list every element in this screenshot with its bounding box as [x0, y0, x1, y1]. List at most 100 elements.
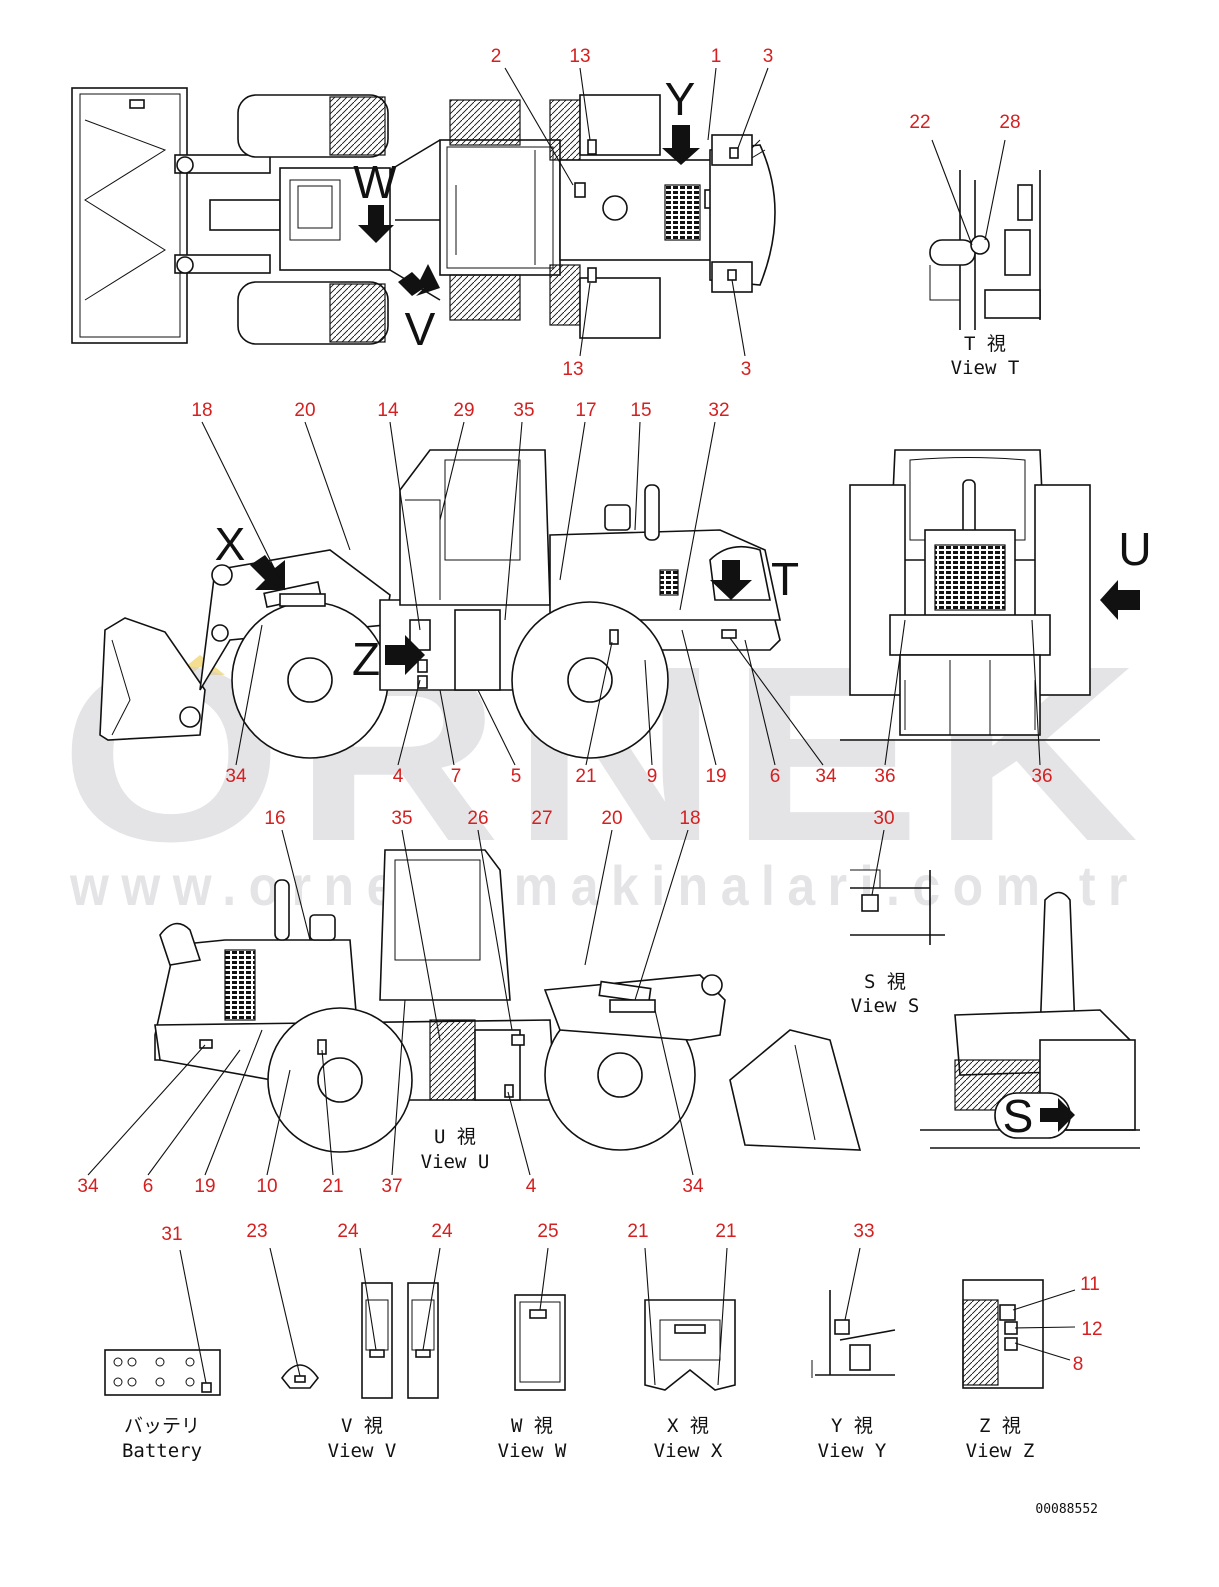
view-s: 30 S 視 View S S: [850, 808, 1140, 1149]
svg-text:U: U: [1118, 523, 1151, 575]
callout-4: 4: [526, 1176, 537, 1197]
callout-23: 23: [246, 1221, 267, 1242]
view-x-caption-ja: X 視: [667, 1415, 709, 1437]
view-z-caption-en: View Z: [966, 1440, 1035, 1462]
svg-text:S: S: [1003, 1090, 1034, 1142]
callout-21: 21: [715, 1221, 736, 1242]
view-t-caption-ja: T 視: [964, 333, 1006, 355]
callout-28: 28: [999, 112, 1020, 133]
callout-22: 22: [909, 112, 930, 133]
callout-18: 18: [679, 808, 700, 829]
top-plan-view: Y W V 2 13 1 3 13 3: [71, 46, 776, 380]
view-arrow-v-icon: V: [398, 264, 440, 355]
callout-18: 18: [191, 400, 212, 421]
view-y-caption-en: View Y: [818, 1440, 887, 1462]
battery-detail: 31 バッテリ Battery: [104, 1224, 221, 1462]
callout-34: 34: [815, 766, 837, 787]
view-arrow-y-icon: Y: [662, 73, 700, 165]
view-w-caption-ja: W 視: [511, 1415, 553, 1437]
svg-text:W: W: [353, 156, 397, 208]
callout-30: 30: [873, 808, 894, 829]
callout-34: 34: [77, 1176, 99, 1197]
callout-35: 35: [391, 808, 412, 829]
view-s-caption-ja: S 視: [864, 971, 906, 993]
callout-2: 2: [491, 46, 502, 67]
callout-35: 35: [513, 400, 534, 421]
callout-20: 20: [601, 808, 622, 829]
callout-21: 21: [322, 1176, 343, 1197]
callout-7: 7: [451, 766, 462, 787]
callout-24: 24: [337, 1221, 359, 1242]
callout-27: 27: [531, 808, 552, 829]
view-u-caption-ja: U 視: [434, 1126, 476, 1148]
view-v-caption-ja: V 視: [341, 1415, 383, 1437]
callout-4: 4: [393, 766, 404, 787]
callout-36: 36: [1031, 766, 1052, 787]
callout-9: 9: [647, 766, 658, 787]
view-t: 22 28 T 視 View T: [909, 112, 1041, 379]
view-s-caption-en: View S: [851, 995, 920, 1017]
callout-25: 25: [537, 1221, 558, 1242]
view-y-detail: 33 Y 視 View Y: [811, 1221, 896, 1462]
callout-20: 20: [294, 400, 315, 421]
callout-34: 34: [225, 766, 247, 787]
callout-17: 17: [575, 400, 596, 421]
left-side-view: X Z T 18 20 14 29 35 17 15 32 34 4 7 5 2…: [99, 400, 837, 787]
callout-31: 31: [161, 1224, 182, 1245]
callout-19: 19: [705, 766, 726, 787]
callout-3: 3: [763, 46, 774, 67]
callout-33: 33: [853, 1221, 874, 1242]
callout-15: 15: [630, 400, 651, 421]
callout-5: 5: [511, 766, 522, 787]
view-arrow-s-icon: S: [994, 1090, 1075, 1142]
callout-37: 37: [381, 1176, 402, 1197]
callout-29: 29: [453, 400, 474, 421]
watermark-url: www.ornekismakinalari.com.tr: [69, 854, 1140, 917]
rear-view: U 36 36: [840, 449, 1152, 787]
callout-13: 13: [562, 359, 583, 380]
view-x-caption-en: View X: [654, 1440, 723, 1462]
callout-32: 32: [708, 400, 729, 421]
view-x-detail: 21 21 X 視 View X: [627, 1221, 736, 1462]
right-side-view: 16 35 26 27 20 18 34 6 19 10 21 37 4 34 …: [77, 808, 862, 1197]
svg-text:V: V: [405, 303, 436, 355]
callout-11: 11: [1080, 1274, 1100, 1295]
view-arrow-x-icon: X: [215, 518, 285, 590]
callout-36: 36: [874, 766, 895, 787]
callout-21: 21: [575, 766, 596, 787]
view-z-caption-ja: Z 視: [979, 1415, 1021, 1437]
view-w-caption-en: View W: [498, 1440, 567, 1462]
view-y-caption-ja: Y 視: [831, 1415, 873, 1437]
svg-text:Z: Z: [352, 633, 380, 685]
callout-8: 8: [1073, 1354, 1084, 1375]
view-arrow-w-icon: W: [353, 156, 397, 243]
callout-14: 14: [377, 400, 399, 421]
battery-caption-ja: バッテリ: [124, 1415, 200, 1437]
callout-1: 1: [711, 46, 722, 67]
view-z-detail: 11 12 8 Z 視 View Z: [962, 1274, 1103, 1462]
svg-text:T: T: [771, 553, 799, 605]
view-v-detail: 23 24 24 V 視 View V: [246, 1221, 453, 1462]
callout-6: 6: [770, 766, 781, 787]
view-t-caption-en: View T: [951, 357, 1020, 379]
battery-caption-en: Battery: [122, 1440, 202, 1462]
view-arrow-z-icon: Z: [352, 633, 425, 685]
callout-3: 3: [741, 359, 752, 380]
callout-34: 34: [682, 1176, 704, 1197]
drawing-number: 00088552: [1035, 1502, 1098, 1517]
view-w-detail: 25 W 視 View W: [498, 1221, 567, 1462]
callout-13: 13: [569, 46, 590, 67]
view-v-caption-en: View V: [328, 1440, 397, 1462]
callout-21: 21: [627, 1221, 648, 1242]
callout-6: 6: [143, 1176, 154, 1197]
callout-12: 12: [1081, 1319, 1102, 1340]
view-arrow-t-icon: T: [710, 553, 799, 605]
view-arrow-u-icon: U: [1100, 523, 1152, 620]
callout-10: 10: [256, 1176, 277, 1197]
callout-16: 16: [264, 808, 285, 829]
view-u-caption-en: View U: [421, 1151, 490, 1173]
callout-24: 24: [431, 1221, 453, 1242]
svg-text:X: X: [215, 518, 246, 570]
callout-26: 26: [467, 808, 488, 829]
